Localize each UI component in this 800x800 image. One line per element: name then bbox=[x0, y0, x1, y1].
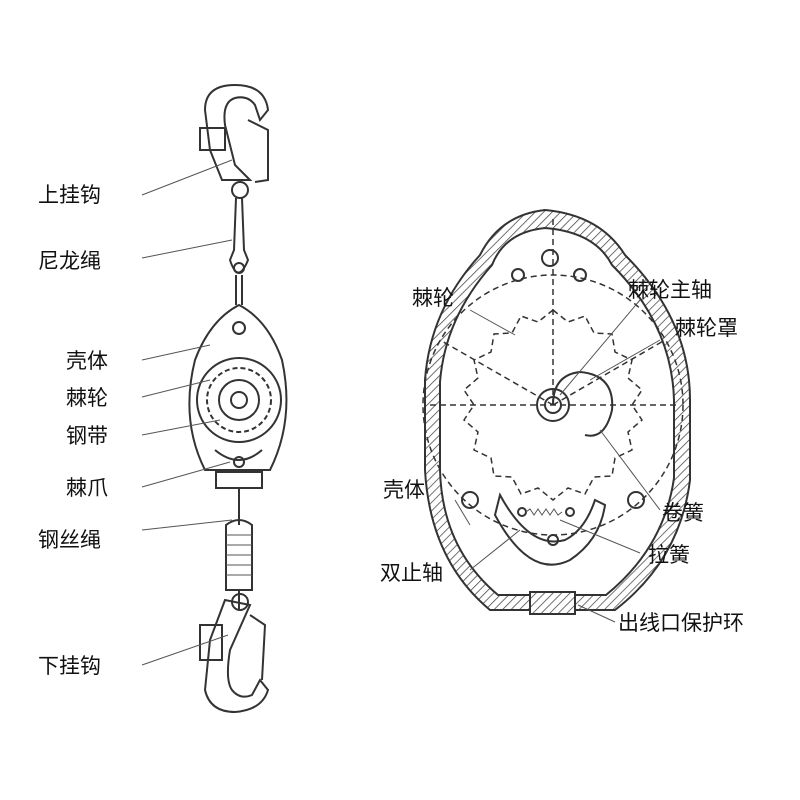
nylon-rope bbox=[228, 197, 250, 305]
label-steel-strip: 钢带 bbox=[66, 424, 108, 448]
label-double-stop-shaft: 双止轴 bbox=[380, 561, 443, 585]
shell-body bbox=[188, 303, 288, 489]
pawl-arm bbox=[493, 492, 607, 566]
label-upper-hook: 上挂钩 bbox=[38, 183, 101, 207]
label-nylon-rope: 尼龙绳 bbox=[38, 249, 101, 273]
label-ratchet-cover: 棘轮罩 bbox=[675, 316, 738, 340]
tension-spring bbox=[525, 508, 563, 516]
left-leader-lines bbox=[141, 159, 233, 666]
label-shell-right: 壳体 bbox=[383, 478, 425, 502]
label-tension-spring: 拉簧 bbox=[648, 543, 690, 567]
ratchet-spindle bbox=[536, 388, 570, 422]
label-lower-hook: 下挂钩 bbox=[38, 654, 101, 678]
label-outlet-ring: 出线口保护环 bbox=[618, 611, 744, 635]
right-leader-lines bbox=[454, 299, 661, 623]
lower-hook bbox=[199, 593, 270, 714]
left-device-drawing bbox=[188, 83, 288, 714]
label-wire-rope: 钢丝绳 bbox=[38, 528, 101, 552]
label-ratchet-right: 棘轮 bbox=[412, 286, 454, 310]
top-hole bbox=[541, 249, 559, 267]
label-pawl: 棘爪 bbox=[66, 476, 108, 500]
label-coil-spring: 卷簧 bbox=[662, 501, 704, 525]
upper-hook bbox=[199, 83, 270, 199]
label-ratchet-spindle: 棘轮主轴 bbox=[628, 278, 712, 302]
right-section-drawing bbox=[422, 208, 691, 615]
label-ratchet-left: 棘轮 bbox=[66, 386, 108, 410]
wire-rope bbox=[225, 488, 253, 610]
coil-spring bbox=[552, 370, 614, 437]
housing-shell bbox=[424, 208, 691, 611]
label-shell-left: 壳体 bbox=[66, 349, 108, 373]
outlet-ring bbox=[529, 591, 576, 615]
